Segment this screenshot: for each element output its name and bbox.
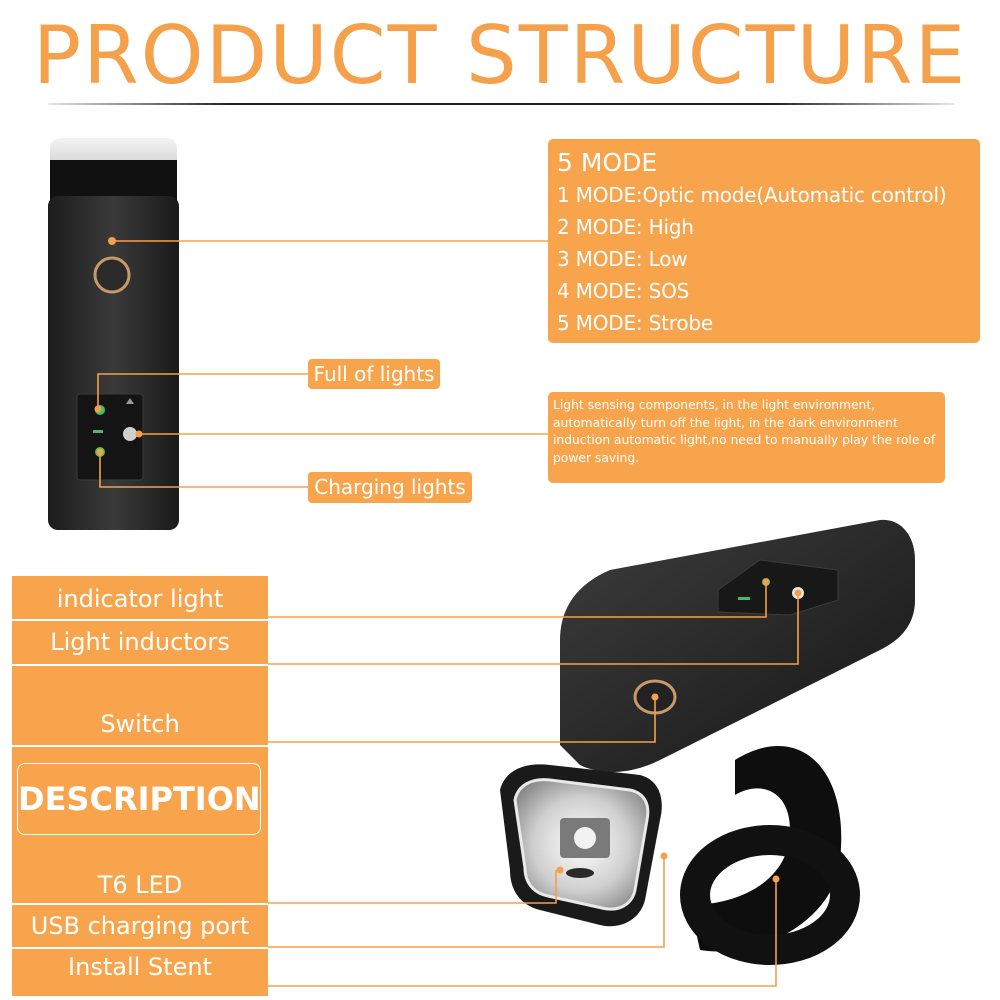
mode-item: 5 MODE: Strobe bbox=[557, 311, 713, 335]
leader-indicator bbox=[268, 582, 767, 618]
light-top-view bbox=[48, 138, 179, 530]
indicator-panel bbox=[76, 393, 144, 481]
mode-item: 2 MODE: High bbox=[557, 215, 694, 239]
usb-charging-port-label: USB charging port bbox=[30, 912, 250, 940]
battery-mark-icon bbox=[93, 430, 103, 433]
leader-charging bbox=[99, 452, 308, 488]
panel-divider bbox=[12, 903, 268, 905]
angled-battery-mark-icon bbox=[738, 597, 750, 600]
power-button-icon bbox=[93, 256, 131, 294]
sensor-note: Light sensing components, in the light e… bbox=[548, 392, 945, 483]
mode-item: 4 MODE: SOS bbox=[557, 279, 690, 303]
description-panel bbox=[12, 576, 268, 996]
dot-led bbox=[556, 866, 564, 874]
t6-led-label: T6 LED bbox=[97, 871, 183, 899]
mode-item: 1 MODE:Optic mode(Automatic control) bbox=[557, 183, 947, 207]
panel-divider bbox=[12, 664, 268, 666]
panel-divider bbox=[12, 619, 268, 621]
title-underline bbox=[48, 103, 954, 105]
lamp-mark-icon bbox=[126, 398, 134, 404]
panel-divider bbox=[12, 947, 268, 949]
leader-full-lights bbox=[97, 373, 308, 409]
handlebar-strap bbox=[680, 825, 860, 965]
led-emitter-icon bbox=[574, 827, 596, 849]
light-inductors-label: Light inductors bbox=[50, 628, 230, 656]
description-heading: DESCRIPTION bbox=[17, 763, 261, 835]
leader-led bbox=[268, 870, 557, 904]
light-angled-view bbox=[500, 519, 915, 965]
switch-label: Switch bbox=[100, 710, 180, 738]
mount-bracket bbox=[690, 746, 842, 952]
panel-divider bbox=[12, 745, 268, 747]
leader-usb bbox=[268, 856, 665, 948]
mode-list-box: 5 MODE 1 MODE:Optic mode(Automatic contr… bbox=[548, 139, 980, 343]
light-sensor-icon bbox=[123, 427, 137, 441]
leader-switch bbox=[268, 697, 656, 743]
angled-light-body bbox=[560, 519, 915, 772]
charging-lights-label: Charging lights bbox=[308, 472, 472, 503]
mode-heading: 5 MODE bbox=[557, 148, 658, 177]
indicator-light-label: indicator light bbox=[56, 585, 224, 613]
install-stent-label: Install Stent bbox=[68, 953, 212, 981]
full-lights-label: Full of lights bbox=[308, 359, 440, 389]
usb-port-icon bbox=[566, 868, 594, 878]
angled-indicator-panel bbox=[717, 559, 839, 616]
mode-item: 3 MODE: Low bbox=[557, 247, 688, 271]
lens-collar bbox=[50, 160, 177, 200]
leader-stent bbox=[268, 879, 777, 987]
page-title: PRODUCT STRUCTURE bbox=[32, 9, 968, 102]
leader-inductor bbox=[268, 593, 799, 665]
